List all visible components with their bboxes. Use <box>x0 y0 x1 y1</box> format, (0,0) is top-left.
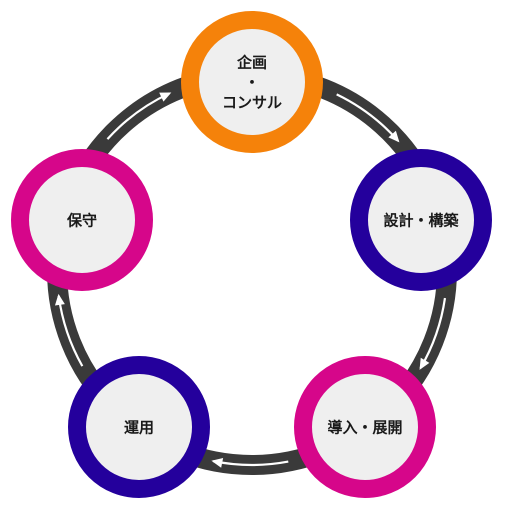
cycle-node-maintain: 保守 <box>11 149 153 291</box>
cycle-arrows <box>54 92 447 468</box>
arrow-head <box>211 458 224 468</box>
cycle-node-design: 設計・構築 <box>350 149 492 291</box>
node-circle <box>181 11 323 153</box>
cycle-arrow <box>54 293 84 367</box>
cycle-node-plan: 企画・コンサル <box>181 11 323 153</box>
cycle-arrow <box>211 458 289 468</box>
node-label: 導入・展開 <box>327 418 402 436</box>
arrow-head <box>419 357 430 370</box>
node-circle <box>350 149 492 291</box>
node-label: ・ <box>244 73 259 91</box>
cycle-arrow <box>336 93 400 143</box>
node-circle <box>11 149 153 291</box>
cycle-node-deploy: 導入・展開 <box>294 356 436 498</box>
cycle-arrow <box>419 297 447 370</box>
node-label: 運用 <box>124 418 154 436</box>
arrow-head <box>54 293 65 306</box>
cycle-node-operate: 運用 <box>68 356 210 498</box>
node-circle <box>294 356 436 498</box>
node-label: 企画 <box>236 53 267 71</box>
arrow-head <box>159 92 172 102</box>
node-circle <box>68 356 210 498</box>
arrow-head <box>388 130 400 143</box>
node-label: 設計・構築 <box>383 211 459 229</box>
node-label: コンサル <box>222 93 282 111</box>
cycle-arrow <box>106 92 172 140</box>
node-label: 保守 <box>66 211 97 229</box>
